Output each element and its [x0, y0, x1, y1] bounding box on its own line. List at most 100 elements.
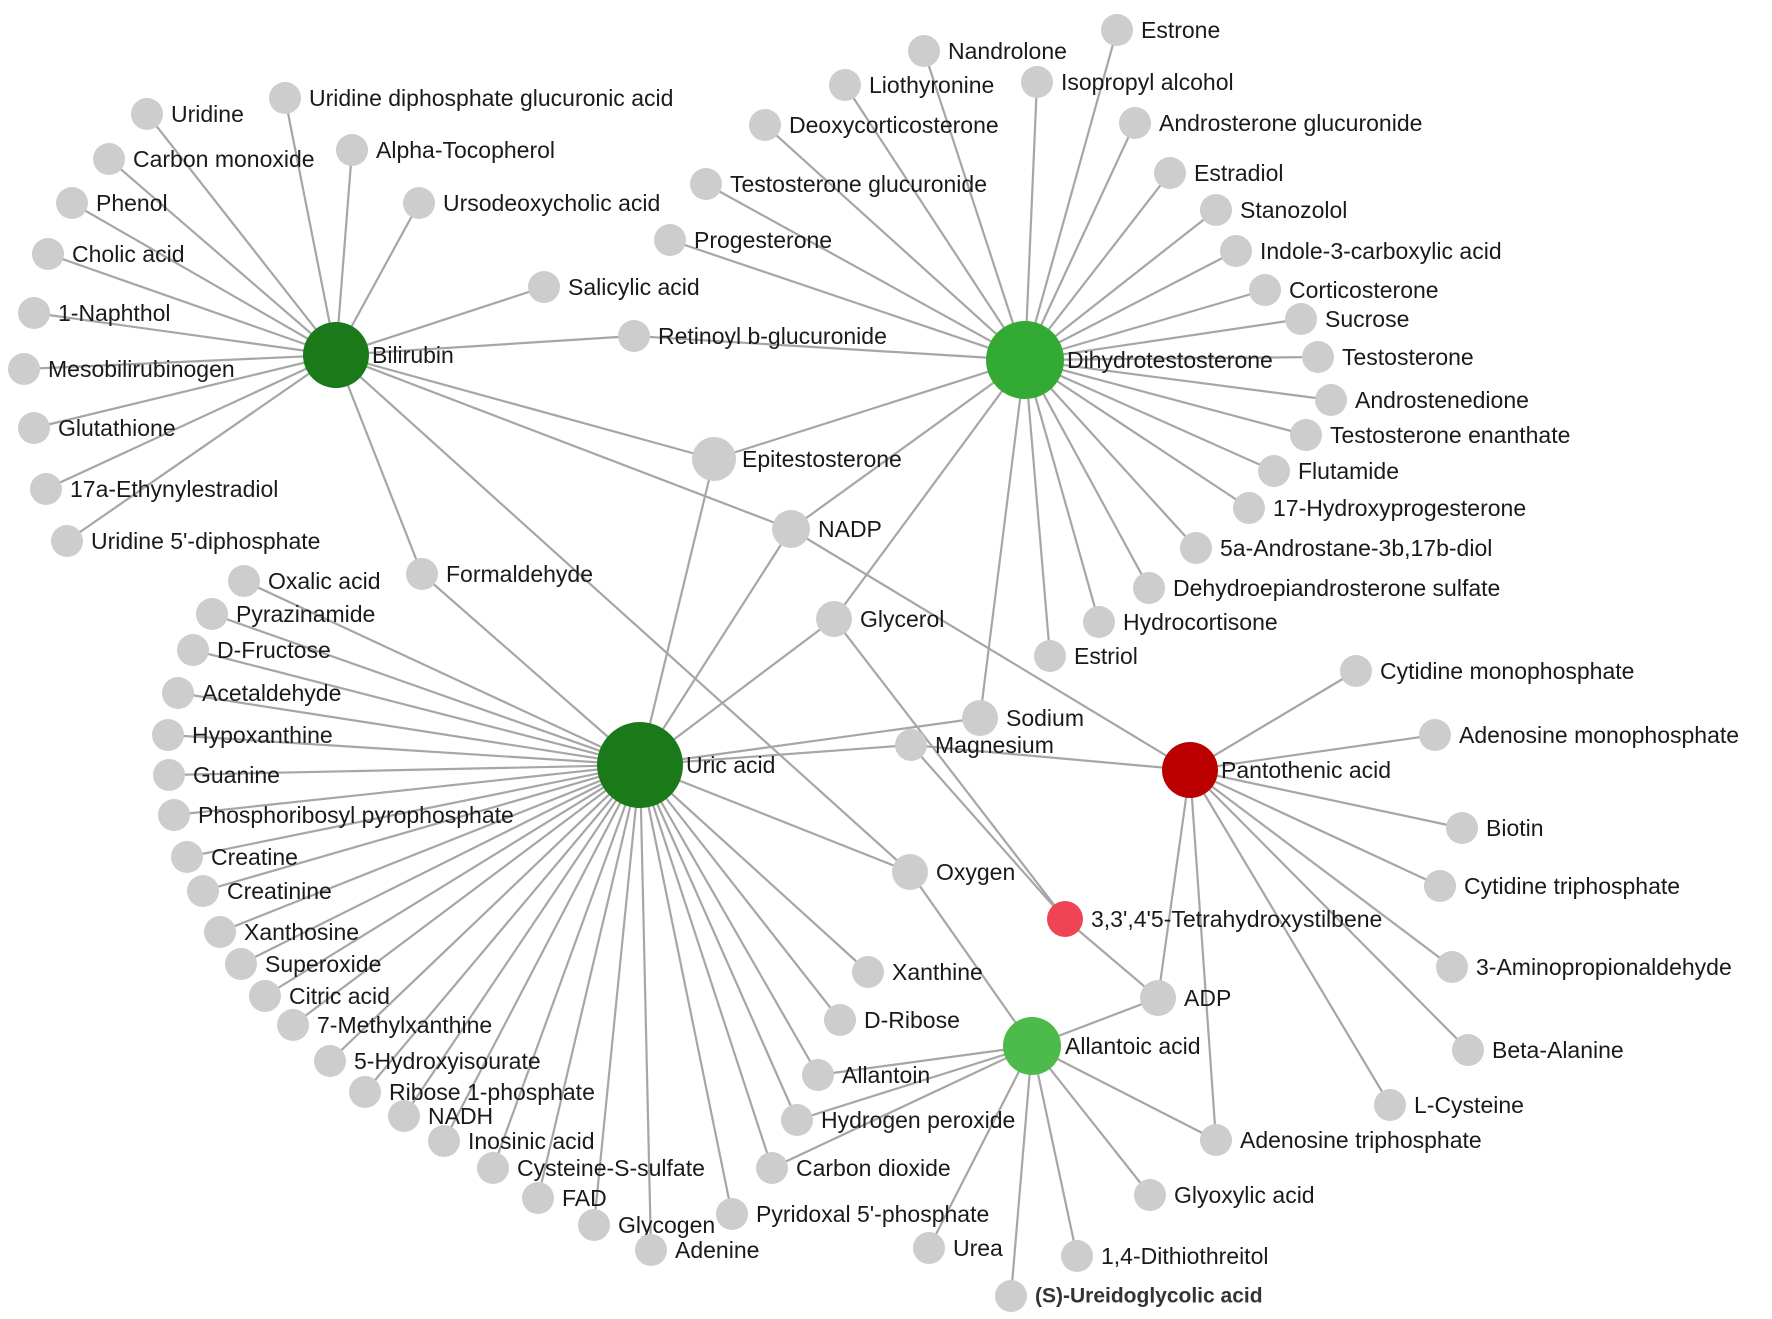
node-glyoxylic[interactable]: Glyoxylic acid — [1134, 1179, 1315, 1211]
node-circle-acetaldehyde[interactable] — [162, 677, 194, 709]
node-fad[interactable]: FAD — [522, 1182, 607, 1214]
node-ohprog[interactable]: 17-Hydroxyprogesterone — [1233, 492, 1526, 524]
node-adp[interactable]: ADP — [1140, 980, 1231, 1016]
node-h2o2[interactable]: Hydrogen peroxide — [781, 1104, 1015, 1136]
node-creatinine[interactable]: Creatinine — [187, 875, 332, 907]
node-circle-atp[interactable] — [1200, 1124, 1232, 1156]
node-circle-glutathione[interactable] — [18, 412, 50, 444]
node-amp[interactable]: Adenosine monophosphate — [1419, 719, 1739, 751]
node-salicylic[interactable]: Salicylic acid — [528, 271, 700, 303]
node-circle-liothyronine[interactable] — [829, 69, 861, 101]
node-circle-sodium[interactable] — [962, 700, 998, 736]
hub-node-dht[interactable]: Dihydrotestosterone — [986, 321, 1273, 399]
node-circle-methylxanthine[interactable] — [277, 1009, 309, 1041]
node-circle-creatine[interactable] — [171, 841, 203, 873]
hub-node-uric[interactable]: Uric acid — [597, 722, 775, 808]
node-circle-hydroxyisourate[interactable] — [314, 1045, 346, 1077]
node-circle-androgluc[interactable] — [1119, 107, 1151, 139]
node-circle-oxygen[interactable] — [892, 854, 928, 890]
node-allantoin[interactable]: Allantoin — [802, 1059, 930, 1091]
node-circle-uridine[interactable] — [131, 98, 163, 130]
node-creatine[interactable]: Creatine — [171, 841, 298, 873]
node-circle-betaala[interactable] — [1452, 1034, 1484, 1066]
node-naphthol[interactable]: 1-Naphthol — [18, 297, 171, 329]
node-circle-udca[interactable] — [403, 187, 435, 219]
node-nadh[interactable]: NADH — [388, 1100, 493, 1132]
node-testogluc[interactable]: Testosterone glucuronide — [690, 168, 987, 200]
node-biotin[interactable]: Biotin — [1446, 812, 1544, 844]
node-sucrose[interactable]: Sucrose — [1285, 303, 1409, 335]
node-testosterone[interactable]: Testosterone — [1302, 341, 1474, 373]
node-udpga[interactable]: Uridine diphosphate glucuronic acid — [269, 82, 673, 114]
node-circle-guanine[interactable] — [153, 759, 185, 791]
node-circle-isopropyl[interactable] — [1021, 66, 1053, 98]
node-oxalic[interactable]: Oxalic acid — [228, 565, 380, 597]
node-circle-retinoyl[interactable] — [618, 320, 650, 352]
node-circle-citric[interactable] — [249, 980, 281, 1012]
node-circle-salicylic[interactable] — [528, 271, 560, 303]
node-circle-indole[interactable] — [1220, 235, 1252, 267]
node-retinoyl[interactable]: Retinoyl b-glucuronide — [618, 320, 887, 352]
node-co[interactable]: Carbon monoxide — [93, 143, 315, 175]
node-circle-cmp[interactable] — [1340, 655, 1372, 687]
node-circle-testogluc[interactable] — [690, 168, 722, 200]
node-tetrahydroxystilbene[interactable]: 3,3',4'5-Tetrahydroxystilbene — [1047, 901, 1382, 937]
node-superoxide[interactable]: Superoxide — [225, 948, 381, 980]
node-circle-ribose1p[interactable] — [349, 1076, 381, 1108]
node-circle-biotin[interactable] — [1446, 812, 1478, 844]
node-corticosterone[interactable]: Corticosterone — [1249, 274, 1439, 306]
node-indole[interactable]: Indole-3-carboxylic acid — [1220, 235, 1502, 267]
node-circle-deoxycort[interactable] — [749, 109, 781, 141]
node-acetaldehyde[interactable]: Acetaldehyde — [162, 677, 341, 709]
node-circle-adp[interactable] — [1140, 980, 1176, 1016]
node-circle-co[interactable] — [93, 143, 125, 175]
node-circle-dht[interactable] — [986, 321, 1064, 399]
node-pyrazinamide[interactable]: Pyrazinamide — [196, 598, 375, 630]
node-circle-pyrazinamide[interactable] — [196, 598, 228, 630]
node-circle-epitesto[interactable] — [692, 437, 736, 481]
node-circle-dheas[interactable] — [1133, 572, 1165, 604]
node-deoxycort[interactable]: Deoxycorticosterone — [749, 109, 999, 141]
node-prpp[interactable]: Phosphoribosyl pyrophosphate — [158, 799, 514, 831]
node-circle-dfructose[interactable] — [177, 634, 209, 666]
node-circle-corticosterone[interactable] — [1249, 274, 1281, 306]
node-circle-allantoic[interactable] — [1003, 1017, 1061, 1075]
node-magnesium[interactable]: Magnesium — [895, 729, 1054, 761]
node-circle-sucrose[interactable] — [1285, 303, 1317, 335]
node-liothyronine[interactable]: Liothyronine — [829, 69, 994, 101]
node-epitesto[interactable]: Epitestosterone — [692, 437, 902, 481]
node-circle-stanozolol[interactable] — [1200, 194, 1232, 226]
node-estrone[interactable]: Estrone — [1101, 14, 1220, 46]
node-glycogen[interactable]: Glycogen — [578, 1209, 715, 1241]
node-circle-dribose[interactable] — [824, 1004, 856, 1036]
node-circle-plp[interactable] — [716, 1198, 748, 1230]
node-circle-lcys[interactable] — [1374, 1089, 1406, 1121]
node-urea[interactable]: Urea — [913, 1232, 1003, 1264]
node-circle-adenine[interactable] — [635, 1234, 667, 1266]
node-circle-phenol[interactable] — [56, 187, 88, 219]
node-circle-superoxide[interactable] — [225, 948, 257, 980]
node-hydroxyisourate[interactable]: 5-Hydroxyisourate — [314, 1045, 541, 1077]
node-circle-udpga[interactable] — [269, 82, 301, 114]
node-androstenedione[interactable]: Androstenedione — [1315, 384, 1529, 416]
node-circle-tetrahydroxystilbene[interactable] — [1047, 901, 1083, 937]
node-circle-xanthosine[interactable] — [204, 916, 236, 948]
node-udp[interactable]: Uridine 5'-diphosphate — [51, 525, 320, 557]
node-guanine[interactable]: Guanine — [153, 759, 280, 791]
node-circle-ohprog[interactable] — [1233, 492, 1265, 524]
node-xanthosine[interactable]: Xanthosine — [204, 916, 359, 948]
node-dfructose[interactable]: D-Fructose — [177, 634, 331, 666]
node-hypoxanthine[interactable]: Hypoxanthine — [152, 719, 333, 751]
node-glycerol[interactable]: Glycerol — [816, 601, 944, 637]
node-methylxanthine[interactable]: 7-Methylxanthine — [277, 1009, 492, 1041]
node-atp[interactable]: Adenosine triphosphate — [1200, 1124, 1482, 1156]
node-circle-oxalic[interactable] — [228, 565, 260, 597]
node-circle-ethynyl[interactable] — [30, 473, 62, 505]
node-circle-bilirubin[interactable] — [303, 322, 369, 388]
node-ethynyl[interactable]: 17a-Ethynylestradiol — [30, 473, 278, 505]
node-circle-cysss[interactable] — [477, 1152, 509, 1184]
node-mesobili[interactable]: Mesobilirubinogen — [8, 353, 235, 385]
node-circle-ctp[interactable] — [1424, 870, 1456, 902]
node-nadp[interactable]: NADP — [772, 510, 882, 548]
node-circle-allantoin[interactable] — [802, 1059, 834, 1091]
